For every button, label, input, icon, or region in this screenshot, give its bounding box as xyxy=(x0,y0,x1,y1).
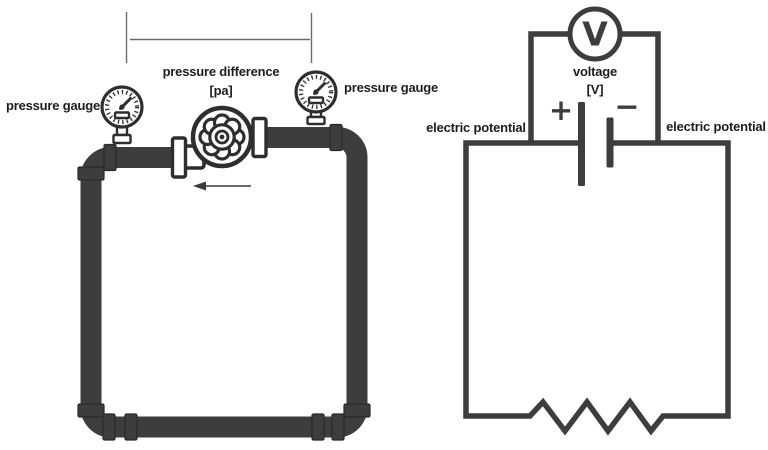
pressure-difference-label: pressure difference xyxy=(162,64,280,80)
electric-potential-right-label: electric potential xyxy=(666,119,766,135)
circuit-wire-icon xyxy=(463,31,731,436)
pipe-loop-icon xyxy=(77,123,371,441)
pressure-gauge-icon xyxy=(100,85,144,145)
resistor-icon xyxy=(463,140,731,436)
battery-plus-sign: + xyxy=(548,93,574,127)
pump-handwheel xyxy=(198,113,246,161)
pressure-difference-unit: [pa] xyxy=(209,83,233,99)
electric-potential-left-label: electric potential xyxy=(426,120,526,136)
pressure-gauge-right-label: pressure gauge xyxy=(343,80,439,96)
battery-icon xyxy=(578,102,614,186)
pressure-gauge-left-label: pressure gauge xyxy=(5,98,101,114)
battery-minus-sign: − xyxy=(614,89,640,125)
dimension-bracket-icon xyxy=(125,12,313,63)
flow-arrow-icon xyxy=(193,181,251,191)
voltmeter-letter: V xyxy=(582,14,608,54)
pressure-gauge-icon xyxy=(294,70,338,126)
voltage-unit: [V] xyxy=(586,82,604,98)
voltmeter-icon xyxy=(567,6,623,62)
voltage-label: voltage xyxy=(572,64,618,80)
pipe-coupling xyxy=(77,123,371,441)
pump-icon xyxy=(170,105,268,179)
